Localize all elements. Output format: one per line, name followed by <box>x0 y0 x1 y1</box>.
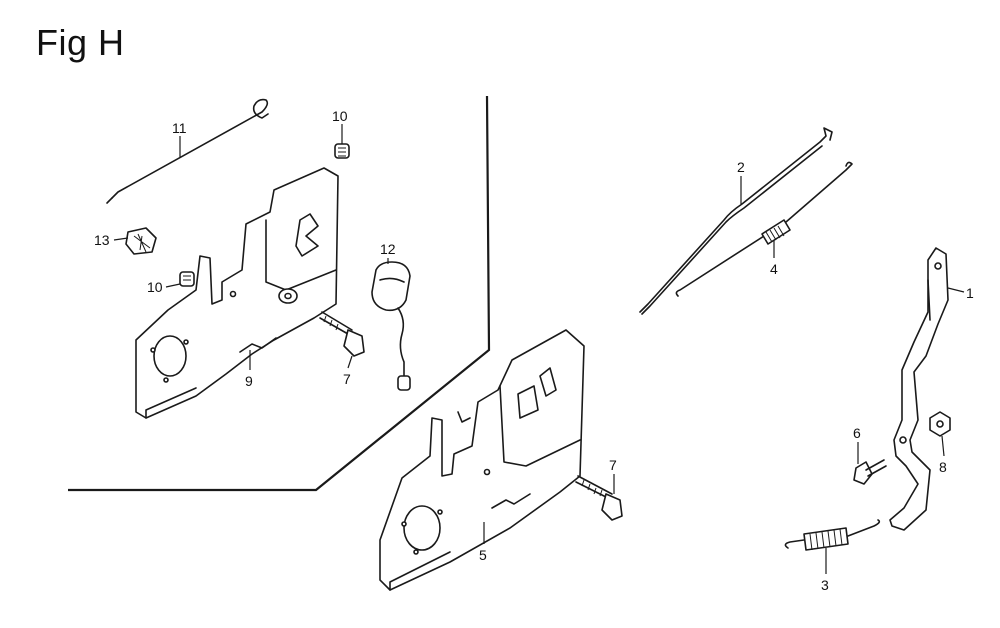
part-11-rod <box>106 98 269 204</box>
part-8-nut <box>929 411 951 437</box>
part-4-spring-rod <box>675 161 853 297</box>
inset-divider-line <box>68 95 491 492</box>
leader-1 <box>947 287 965 293</box>
leader-13 <box>113 237 129 241</box>
figure-title: Fig H <box>36 22 125 63</box>
part-12-sensor <box>371 261 411 391</box>
callout-7-main: 7 <box>609 457 617 473</box>
part-1-lever <box>889 247 949 531</box>
part-2-rod <box>639 127 833 315</box>
leader-lines <box>113 124 965 574</box>
callout-10-lower: 10 <box>147 279 163 295</box>
callout-8: 8 <box>939 459 947 475</box>
callout-4: 4 <box>770 261 778 277</box>
part-7-bolt-main <box>575 475 623 521</box>
callout-1: 1 <box>966 285 974 301</box>
callout-9: 9 <box>245 373 253 389</box>
callout-5: 5 <box>479 547 487 563</box>
callout-7-inset: 7 <box>343 371 351 387</box>
callout-2: 2 <box>737 159 745 175</box>
leader-10-lower <box>165 283 181 288</box>
callout-10-top: 10 <box>332 108 348 124</box>
leader-8 <box>941 435 945 457</box>
part-9-plate <box>135 167 339 419</box>
part-5-plate <box>379 329 585 591</box>
part-13-clip <box>125 227 157 255</box>
callout-13: 13 <box>94 232 110 248</box>
leader-7-inset <box>347 355 353 369</box>
callout-3: 3 <box>821 577 829 593</box>
part-6-screw <box>853 459 887 485</box>
callout-12: 12 <box>380 241 396 257</box>
part-7-bolt-inset <box>319 311 365 357</box>
callout-labels: 11 10 13 10 9 7 12 2 4 1 6 8 3 5 7 <box>94 108 974 593</box>
part-10-nut-lower <box>179 271 195 287</box>
callout-11: 11 <box>172 120 187 136</box>
part-10-nut-top <box>334 143 350 159</box>
part-washer <box>278 288 298 304</box>
callout-6: 6 <box>853 425 861 441</box>
part-3-spring <box>784 519 881 551</box>
